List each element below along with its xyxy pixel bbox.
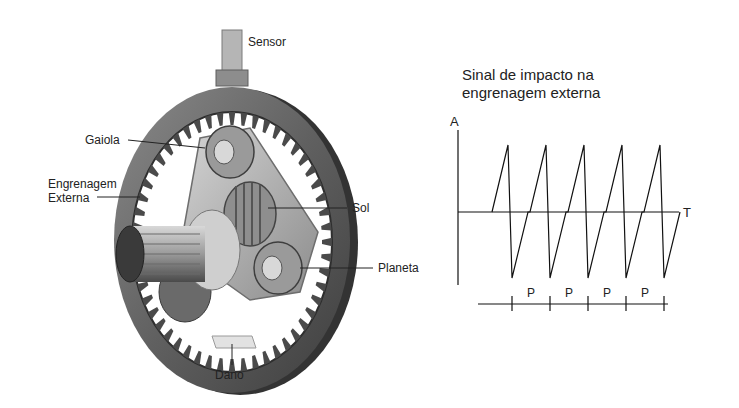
period-tick: [587, 296, 588, 311]
part-label: Gaiola: [85, 133, 120, 147]
gear-tooth: [273, 125, 282, 139]
period-label: P: [641, 286, 649, 300]
gear-tooth: [316, 282, 327, 292]
ring-face: [114, 87, 350, 393]
gear-tooth: [291, 328, 301, 342]
gear-tooth: [205, 355, 212, 369]
gear-tooth: [319, 268, 330, 277]
gear-tooth: [291, 142, 301, 156]
gear-tooth: [183, 345, 192, 359]
gear-tooth: [282, 133, 292, 147]
impact-signal: [492, 145, 680, 278]
gear-tooth: [155, 153, 166, 166]
shaft-end: [116, 226, 144, 282]
gear-tooth: [173, 337, 183, 351]
chart-title: Sinal de impacto na engrenagem externa: [462, 66, 622, 102]
gear-tooth: [155, 318, 166, 331]
gear-tooth: [263, 119, 271, 133]
gear-tooth: [194, 351, 202, 365]
gear-tooth: [134, 207, 145, 216]
damage-mark: [212, 336, 256, 348]
gear-tooth: [194, 119, 202, 133]
gear-tooth: [316, 192, 327, 202]
gear-tooth: [298, 318, 309, 331]
gear-tooth: [148, 165, 159, 178]
gear-tooth: [137, 282, 148, 292]
gear-tooth: [148, 307, 159, 320]
gear-tooth: [142, 295, 153, 307]
period-tick: [625, 296, 626, 311]
gear-tooth: [142, 178, 153, 190]
gear-tooth: [263, 351, 271, 365]
planet-pin: [262, 256, 282, 280]
part-label: Planeta: [378, 261, 419, 275]
planet-pin: [214, 140, 234, 164]
sensor-body: [222, 30, 242, 72]
gear-tooth: [321, 222, 331, 231]
gear-tooth: [311, 295, 322, 307]
gear-tooth: [229, 112, 236, 125]
period-label: P: [527, 286, 535, 300]
leader-lines: [97, 140, 373, 365]
gear-tooth: [282, 337, 292, 351]
gear-tooth: [273, 345, 282, 359]
period-label: P: [603, 286, 611, 300]
gear-tooth: [305, 307, 316, 320]
sun-teeth: [236, 183, 260, 245]
gear-tooth: [217, 113, 224, 127]
part-label: Sensor: [248, 35, 286, 49]
gear-tooth: [298, 153, 309, 166]
period-label: P: [565, 286, 573, 300]
gear-tooth: [183, 125, 192, 139]
gear-tooth: [252, 115, 259, 129]
axis-label: T: [683, 205, 691, 221]
gear-tooth: [305, 165, 316, 178]
planet-gear: [254, 242, 302, 294]
gear-tooth: [163, 328, 173, 342]
signal-chart: [458, 130, 680, 311]
part-label: Sol: [352, 201, 369, 215]
gear-tooth: [241, 113, 248, 127]
axis-label: A: [450, 114, 459, 130]
period-tick: [511, 296, 512, 311]
gear-tooth: [205, 115, 212, 129]
gear-tooth: [311, 178, 322, 190]
sensor-base: [216, 70, 248, 86]
period-tick: [549, 296, 550, 311]
part-label: Dano: [215, 368, 244, 382]
period-tick: [663, 296, 664, 311]
gear-tooth: [322, 238, 332, 247]
planet-gear: [206, 126, 254, 178]
part-label: Engrenagem Externa: [48, 177, 124, 206]
gear-tooth: [252, 355, 259, 369]
gear-tooth: [321, 253, 331, 262]
